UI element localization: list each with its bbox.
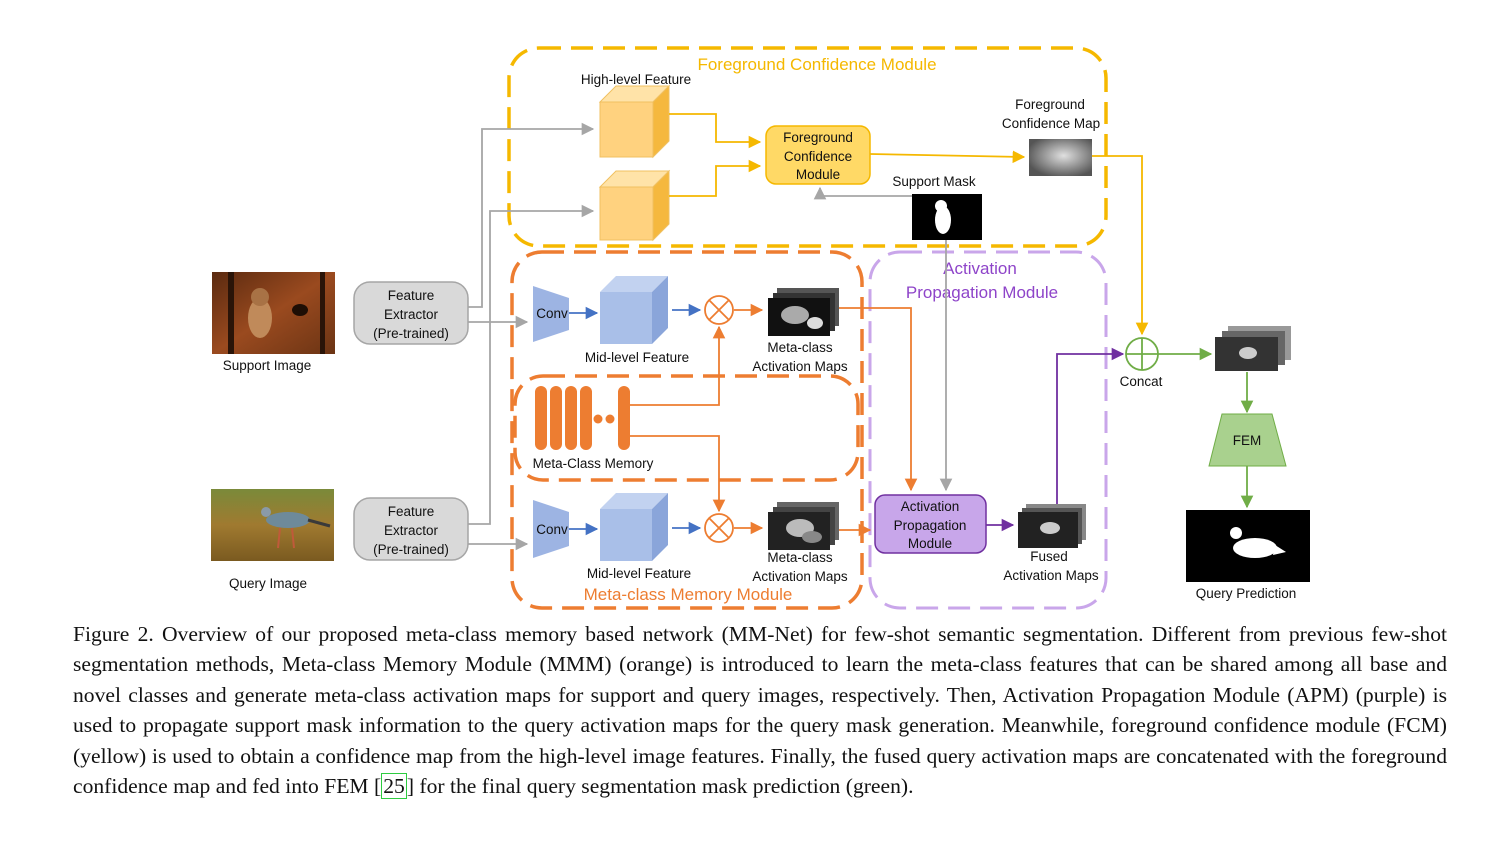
mmm-title: Meta-class Memory Module: [584, 585, 793, 604]
svg-text:(Pre-trained): (Pre-trained): [373, 542, 449, 557]
meta-act-maps-label-support-1: Meta-class: [767, 340, 833, 355]
blue-arrows: [569, 303, 702, 536]
query-image-label: Query Image: [229, 576, 307, 591]
feature-extractor-query: Feature Extractor (Pre-trained): [353, 497, 469, 561]
support-image-label: Support Image: [223, 358, 312, 373]
multiply-operator-query: [704, 513, 734, 543]
svg-text:Feature: Feature: [388, 504, 435, 519]
gray-arrows: [468, 122, 953, 551]
svg-text:(Pre-trained): (Pre-trained): [373, 326, 449, 341]
green-arrows: [1158, 347, 1254, 509]
fcm-box: Foreground Confidence Module: [765, 125, 871, 185]
meta-class-activation-maps-query: [768, 502, 839, 550]
high-level-feature-cube-query: [598, 169, 671, 242]
concat-label: Concat: [1120, 374, 1163, 389]
svg-text:Feature: Feature: [388, 288, 435, 303]
meta-act-maps-label-query-1: Meta-class: [767, 550, 833, 565]
caption-text-end: ] for the final query segmentation mask …: [406, 774, 914, 799]
svg-text:Conv: Conv: [536, 306, 568, 321]
support-mask-label: Support Mask: [892, 174, 976, 189]
support-mask: [912, 194, 982, 240]
query-prediction-label: Query Prediction: [1196, 586, 1297, 601]
citation-link[interactable]: 25: [381, 773, 407, 800]
caption-text: Figure 2. Overview of our proposed meta-…: [73, 622, 1447, 799]
mid-level-feature-cube-support: [600, 276, 668, 344]
orange-arrows: [630, 303, 918, 537]
svg-text:Propagation: Propagation: [894, 518, 967, 533]
svg-text:Module: Module: [796, 167, 840, 182]
purple-arrows: [986, 347, 1125, 532]
concat-feature-stack: [1215, 326, 1291, 371]
mid-level-feature-label-query: Mid-level Feature: [587, 566, 691, 581]
apm-title-line2: Propagation Module: [906, 283, 1058, 302]
figure-caption: Figure 2. Overview of our proposed meta-…: [73, 619, 1447, 801]
meta-act-maps-label-query-2: Activation Maps: [752, 569, 848, 584]
svg-text:Extractor: Extractor: [384, 523, 439, 538]
fused-label-1: Fused: [1030, 549, 1068, 564]
mid-level-feature-label-support: Mid-level Feature: [585, 350, 689, 365]
svg-text:Extractor: Extractor: [384, 307, 439, 322]
svg-text:Conv: Conv: [536, 522, 568, 537]
fcm-title: Foreground Confidence Module: [697, 55, 936, 74]
svg-text:Foreground: Foreground: [783, 130, 853, 145]
feature-extractor-support: Feature Extractor (Pre-trained): [353, 281, 469, 345]
fused-activation-maps: [1018, 504, 1086, 548]
meta-act-maps-label-support-2: Activation Maps: [752, 359, 848, 374]
apm-box: Activation Propagation Module: [874, 494, 987, 554]
mid-level-feature-cube-query: [600, 493, 668, 561]
svg-text:FEM: FEM: [1233, 433, 1262, 448]
conv-support: Conv: [533, 286, 569, 342]
meta-class-activation-maps-support: [768, 288, 839, 336]
support-image: [212, 272, 335, 354]
foreground-confidence-map: [1029, 139, 1092, 176]
fg-conf-map-label-1: Foreground: [1015, 97, 1085, 112]
meta-class-memory: [535, 386, 630, 450]
fem-block: FEM: [1208, 413, 1287, 467]
svg-text:Activation: Activation: [901, 499, 960, 514]
fg-conf-map-label-2: Confidence Map: [1002, 116, 1100, 131]
concat-operator: [1125, 337, 1159, 371]
high-level-feature-cube-support: [598, 84, 671, 159]
meta-class-memory-label: Meta-Class Memory: [533, 456, 654, 471]
query-prediction: [1186, 510, 1310, 582]
mmm-module-outline: [510, 250, 864, 610]
conv-query: Conv: [533, 500, 569, 558]
multiply-operator-support: [704, 295, 734, 325]
query-image: [211, 489, 334, 561]
apm-title-line1: Activation: [943, 259, 1017, 278]
svg-text:Confidence: Confidence: [784, 149, 852, 164]
yellow-arrows: [669, 113, 1149, 336]
fused-label-2: Activation Maps: [1003, 568, 1099, 583]
memory-outline: [513, 374, 860, 482]
svg-text:Module: Module: [908, 536, 952, 551]
fcm-module-outline: [507, 46, 1108, 248]
apm-module-outline: [868, 250, 1108, 610]
architecture-diagram: Foreground Confidence Module Activation …: [211, 46, 1310, 610]
high-level-feature-label: High-level Feature: [581, 72, 691, 87]
